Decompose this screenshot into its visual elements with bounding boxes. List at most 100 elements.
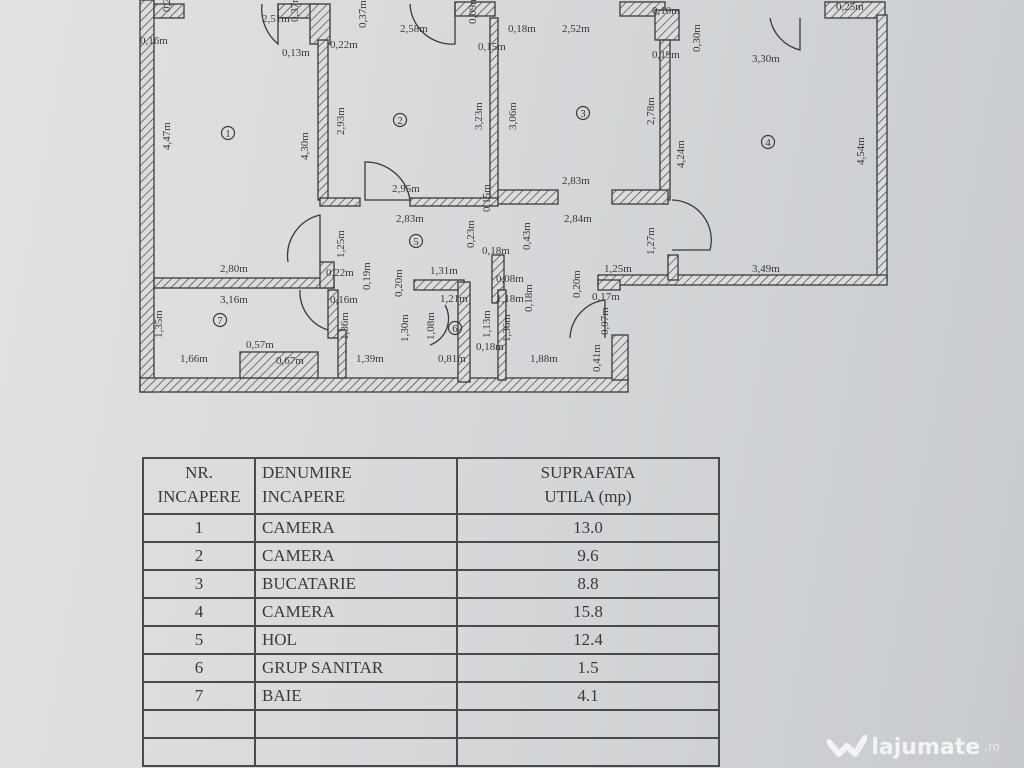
room-number: 6 xyxy=(452,323,458,335)
dimension-label: 0,19m xyxy=(361,262,373,290)
room-name-cell xyxy=(254,737,458,767)
header-area-line2: UTILA (mp) xyxy=(544,487,632,506)
dimension-label: 0,57m xyxy=(246,339,274,351)
room-area-cell: 4.1 xyxy=(456,681,720,711)
door-storage xyxy=(569,299,606,339)
room-area-cell: 8.8 xyxy=(456,569,720,599)
room-marker-4: 4 xyxy=(760,134,776,150)
dimension-label: 0,37m xyxy=(357,0,369,28)
door-room4-top xyxy=(769,17,801,51)
table-row xyxy=(142,709,720,739)
room-markers: 1 2 3 4 5 6 7 xyxy=(212,105,776,336)
room-number-cell xyxy=(142,709,256,739)
room-name-cell xyxy=(254,709,458,739)
header-name-line1: DENUMIRE xyxy=(262,463,352,482)
room-number: 7 xyxy=(217,315,223,327)
door-room1 xyxy=(261,3,279,46)
dimension-label: 1,08m xyxy=(425,312,437,340)
header-name-line2: INCAPERE xyxy=(262,487,346,506)
dimension-label: 0,43m xyxy=(521,222,533,250)
room-name-cell: CAMERA xyxy=(254,513,458,543)
dimension-label: 2,78m xyxy=(645,97,657,125)
dimension-label: 1,39m xyxy=(356,353,384,365)
table-header-row: NR.INCAPERE DENUMIRE INCAPERE SUPRAFATA UT… xyxy=(142,457,720,515)
dimension-label: 0,18m xyxy=(482,245,510,257)
handshake-logo-icon xyxy=(827,735,868,757)
dimension-label: 0,15m xyxy=(481,184,493,212)
door-hall-room2 xyxy=(364,161,411,201)
door-room2 xyxy=(409,3,456,45)
room-name-cell: BAIE xyxy=(254,681,458,711)
dimension-label: 0,97m xyxy=(599,307,611,335)
dimension-label: 2,80m xyxy=(220,263,248,275)
room-area-cell: 15.8 xyxy=(456,597,720,627)
dimension-label: 0,81m xyxy=(438,353,466,365)
dimension-label: 3,49m xyxy=(752,263,780,275)
room-marker-2: 2 xyxy=(392,112,408,128)
room-name-cell: CAMERA xyxy=(254,541,458,571)
dimension-label: 0,25m xyxy=(836,1,864,13)
header-area-line1: SUPRAFATA xyxy=(540,463,636,482)
dimension-label: 1,31m xyxy=(430,265,458,277)
dimension-label: 0,19m xyxy=(652,49,680,61)
dimension-label: 4,54m xyxy=(855,137,867,165)
room-number: 5 xyxy=(413,236,419,248)
room-area-cell: 13.0 xyxy=(456,513,720,543)
dimension-label: 1,36m xyxy=(339,312,351,340)
dimension-label: 1,25m xyxy=(604,263,632,275)
room-number-cell: 1 xyxy=(142,513,256,543)
room-number-cell: 6 xyxy=(142,653,256,683)
dimension-label: 1,21m xyxy=(440,293,468,305)
dimension-label: 1,88m xyxy=(530,353,558,365)
door-bath xyxy=(299,289,329,331)
room-area-cell: 9.6 xyxy=(456,541,720,571)
dimension-label: 0,18m xyxy=(476,341,504,353)
dimension-label: 0,08m xyxy=(496,273,524,285)
room-name-cell: GRUP SANITAR xyxy=(254,653,458,683)
dimension-label: 0,13m xyxy=(282,47,310,59)
room-name-cell: BUCATARIE xyxy=(254,569,458,599)
dimension-label: 2,51m xyxy=(262,13,290,25)
room-number-cell: 3 xyxy=(142,569,256,599)
room-marker-1: 1 xyxy=(220,125,236,141)
rooms-table: NR.INCAPERE DENUMIRE INCAPERE SUPRAFATA UT… xyxy=(142,457,720,767)
header-nr: NR.INCAPERE xyxy=(142,457,256,515)
dimension-label: 2,95m xyxy=(392,183,420,195)
dimension-label: 0,20m xyxy=(393,269,405,297)
header-nr-line1: NR. xyxy=(185,463,213,482)
dimension-label: 2,52m xyxy=(562,23,590,35)
room-marker-3: 3 xyxy=(575,105,591,121)
door-hall-room4 xyxy=(671,199,712,251)
dimension-label: 2,84m xyxy=(564,213,592,225)
room-number: 2 xyxy=(397,115,403,127)
room-number: 4 xyxy=(765,137,771,149)
walls xyxy=(139,0,888,393)
room-number: 3 xyxy=(580,108,586,120)
dimension-labels: 2,51m0,20m0,16m0,37m0,13m0,22m0,37m2,58m… xyxy=(140,0,867,372)
dimension-label: 0,15m xyxy=(478,41,506,53)
dimension-label: 0,22m xyxy=(330,39,358,51)
dimension-label: 3,16m xyxy=(220,294,248,306)
room-number: 1 xyxy=(225,128,231,140)
room-number-cell xyxy=(142,737,256,767)
dimension-label: 1,13m xyxy=(481,310,493,338)
room-number-cell: 4 xyxy=(142,597,256,627)
dimension-label: 0,16m xyxy=(330,294,358,306)
dimension-label: 1,36m xyxy=(501,314,513,342)
dimension-label: 2,83m xyxy=(562,175,590,187)
dimension-label: 4,47m xyxy=(161,122,173,150)
dimension-label: 0,23m xyxy=(465,220,477,248)
header-name: DENUMIRE INCAPERE xyxy=(254,457,458,515)
dimension-label: 3,23m xyxy=(473,102,485,130)
room-number-cell: 7 xyxy=(142,681,256,711)
header-area: SUPRAFATA UTILA (mp) xyxy=(456,457,720,515)
dimension-label: 1,66m xyxy=(180,353,208,365)
table-row xyxy=(142,737,720,767)
dimension-label: 0,16m xyxy=(140,35,168,47)
dimension-label: 0,20m xyxy=(161,0,173,12)
